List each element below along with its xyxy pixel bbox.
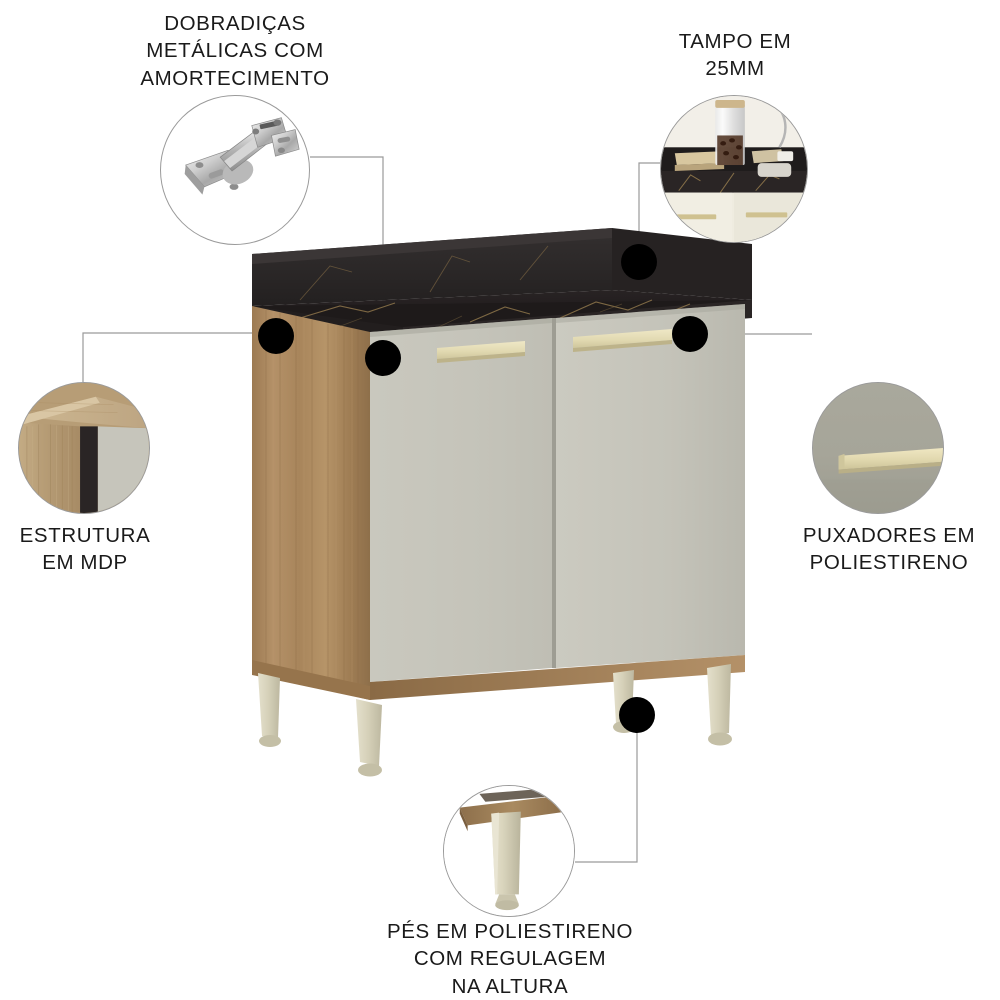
marker-feet (619, 697, 655, 733)
handle-photo (813, 383, 943, 513)
bubble-foot (443, 785, 575, 917)
marker-hinge (365, 340, 401, 376)
marker-structure (258, 318, 294, 354)
bubble-hinge (160, 95, 310, 245)
handle-right-shape (573, 329, 672, 352)
handle-left-shape (437, 341, 525, 363)
mdp-panel-photo (19, 383, 149, 513)
marker-countertop (621, 244, 657, 280)
label-handles: PUXADORES EM POLIESTIRENO (802, 524, 976, 575)
bubble-structure (18, 382, 150, 514)
leg-photo (444, 786, 574, 916)
leg-front-left (356, 699, 382, 777)
bubble-handle (812, 382, 944, 514)
hinge-photo (184, 117, 300, 195)
bubble-countertop (660, 95, 808, 243)
label-feet: PÉS EM POLIESTIRENO COM REGULAGEM NA ALT… (386, 920, 634, 998)
leg-front-right (707, 664, 732, 746)
leg-back-left (258, 673, 281, 747)
label-hinges: DOBRADIÇAS METÁLICAS COM AMORTECIMENTO (140, 12, 330, 90)
countertop-photo (661, 96, 807, 242)
label-structure: ESTRUTURA EM MDP (19, 524, 151, 575)
marker-handles (672, 316, 708, 352)
label-countertop: TAMPO EM 25MM (678, 30, 792, 81)
